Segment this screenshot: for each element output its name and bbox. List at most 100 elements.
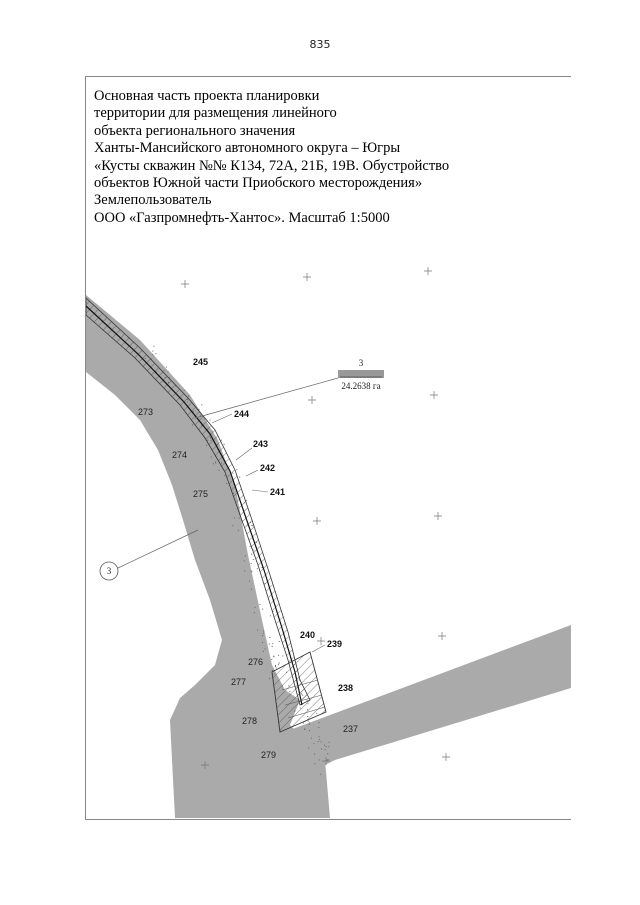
speckle: [327, 753, 329, 755]
speckle: [304, 728, 306, 730]
speckle: [223, 443, 225, 445]
map-frame: [85, 76, 571, 820]
speckle: [165, 366, 167, 368]
point-label-275: 275: [193, 489, 208, 499]
speckle: [268, 643, 270, 645]
point-label-241: 241: [270, 487, 285, 497]
road-corridor-west: [86, 295, 330, 818]
speckle: [264, 648, 266, 650]
speckle: [318, 736, 320, 738]
point-label-274: 274: [172, 450, 187, 460]
parcel-area: 24.2638 га: [341, 381, 380, 391]
speckle: [262, 642, 263, 643]
speckle: [198, 408, 200, 410]
speckle: [239, 476, 241, 478]
speckle: [168, 377, 170, 379]
speckle: [259, 603, 261, 605]
grid-cross-10: [322, 757, 330, 765]
point-label-237: 237: [343, 724, 358, 734]
speckle: [314, 753, 315, 755]
speckle: [328, 746, 330, 748]
speckle: [269, 615, 271, 617]
point-label-276: 276: [248, 657, 263, 667]
point-label-239: 239: [327, 639, 342, 649]
speckle: [206, 444, 208, 446]
speckle: [249, 545, 251, 547]
speckle: [236, 469, 238, 471]
map-title-block: Основная часть проекта планировки террит…: [94, 88, 564, 227]
speckle: [313, 743, 315, 745]
leader-line-circle: [117, 529, 199, 569]
speckle: [317, 741, 319, 743]
title-line-4: Ханты-Мансийского автономного округа – Ю…: [94, 140, 401, 157]
title-line-5: «Кусты скважин №№ К134, 72А, 21Б, 19В. О…: [94, 157, 450, 174]
point-label-238: 238: [338, 683, 353, 693]
leader-line-parcel: [194, 377, 339, 419]
speckle: [263, 632, 264, 634]
speckle: [275, 667, 277, 669]
speckle: [250, 547, 252, 549]
leader-line-241: [251, 489, 269, 493]
speckle: [152, 350, 154, 352]
speckle: [309, 730, 310, 732]
speckle: [327, 759, 329, 761]
speckle: [271, 646, 273, 647]
speckle: [153, 345, 155, 347]
speckle: [256, 568, 258, 570]
speckle: [244, 570, 246, 572]
leader-line-243: [235, 447, 253, 461]
title-line-6: объектов Южной части Приобского месторож…: [94, 175, 423, 192]
title-line-1: Основная часть проекта планировки: [94, 88, 320, 104]
point-label-278: 278: [242, 716, 257, 726]
speckle: [226, 483, 228, 484]
speckle: [215, 461, 216, 463]
speckle: [324, 744, 325, 746]
speckle: [233, 517, 235, 519]
speckle: [308, 723, 310, 725]
grid-cross-3: [424, 267, 432, 275]
speckle: [209, 419, 211, 421]
point-label-245: 245: [193, 357, 208, 367]
linear-object-centerline: [86, 305, 303, 706]
speckle: [155, 353, 157, 355]
grid-cross-4: [308, 396, 316, 404]
speckle: [324, 749, 326, 751]
speckle: [274, 666, 276, 667]
speckle: [150, 358, 152, 360]
point-label-240: 240: [300, 630, 315, 640]
speckle: [320, 773, 322, 775]
speckle: [220, 439, 222, 441]
point-label-279: 279: [261, 750, 276, 760]
title-line-7: Землепользователь: [94, 192, 212, 209]
speckle: [245, 500, 247, 502]
leader-line-244: [211, 413, 233, 424]
road-corridor-east: [290, 625, 571, 765]
speckle: [307, 720, 309, 722]
grid-cross-8: [317, 637, 325, 645]
parcel-label: 3 24.2638 га: [338, 358, 384, 391]
speckle: [192, 424, 193, 426]
grid-cross-markers: [181, 267, 450, 769]
speckle: [309, 722, 311, 724]
speckle: [218, 469, 220, 471]
circle-marker-label: 3: [107, 566, 112, 576]
speckle: [238, 517, 240, 519]
speckle: [271, 670, 273, 672]
speckle: [318, 759, 320, 761]
speckle: [314, 763, 316, 765]
speckle: [277, 663, 279, 665]
point-label-243: 243: [253, 439, 268, 449]
speckle: [319, 739, 321, 741]
speckle: [278, 654, 280, 656]
grid-cross-11: [442, 753, 450, 761]
circle-marker: 3: [99, 561, 119, 581]
speckle: [326, 759, 328, 761]
point-label-277: 277: [231, 677, 246, 687]
grid-cross-2: [303, 273, 311, 281]
speckle: [278, 662, 280, 664]
grid-cross-1: [181, 280, 189, 288]
pad-inner-lines: [281, 679, 326, 719]
leader-line-242: [245, 469, 259, 477]
point-label-244: 244: [234, 409, 249, 419]
speckle: [201, 404, 203, 406]
